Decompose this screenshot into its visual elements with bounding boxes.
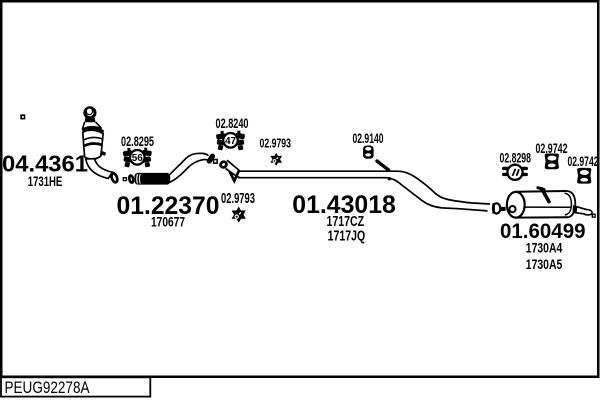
svg-text:1717JQ: 1717JQ [328, 228, 366, 244]
svg-text:1717CZ: 1717CZ [327, 214, 365, 230]
svg-text:47: 47 [225, 136, 237, 147]
svg-text:01.22370: 01.22370 [117, 192, 220, 220]
svg-text:170677: 170677 [151, 214, 185, 230]
svg-text:04.4361: 04.4361 [2, 151, 88, 177]
svg-text:02.9793: 02.9793 [260, 136, 292, 151]
svg-text:1730A4: 1730A4 [526, 240, 563, 256]
svg-text:02.9140: 02.9140 [353, 130, 384, 146]
svg-text:02.9742: 02.9742 [568, 154, 599, 169]
svg-text:56: 56 [132, 153, 144, 164]
svg-text:02.8240: 02.8240 [216, 115, 249, 131]
svg-text:PEUG92278A: PEUG92278A [5, 379, 90, 397]
svg-text:02.8295: 02.8295 [121, 133, 154, 149]
svg-text:02.9742: 02.9742 [536, 140, 568, 156]
svg-text:1730A5: 1730A5 [526, 256, 563, 272]
svg-text:02.9793: 02.9793 [221, 191, 255, 207]
svg-text:02.8298: 02.8298 [500, 149, 532, 165]
svg-text:01.43018: 01.43018 [292, 191, 396, 219]
svg-text:01.60499: 01.60499 [500, 219, 586, 243]
svg-text:1731HE: 1731HE [28, 173, 63, 189]
